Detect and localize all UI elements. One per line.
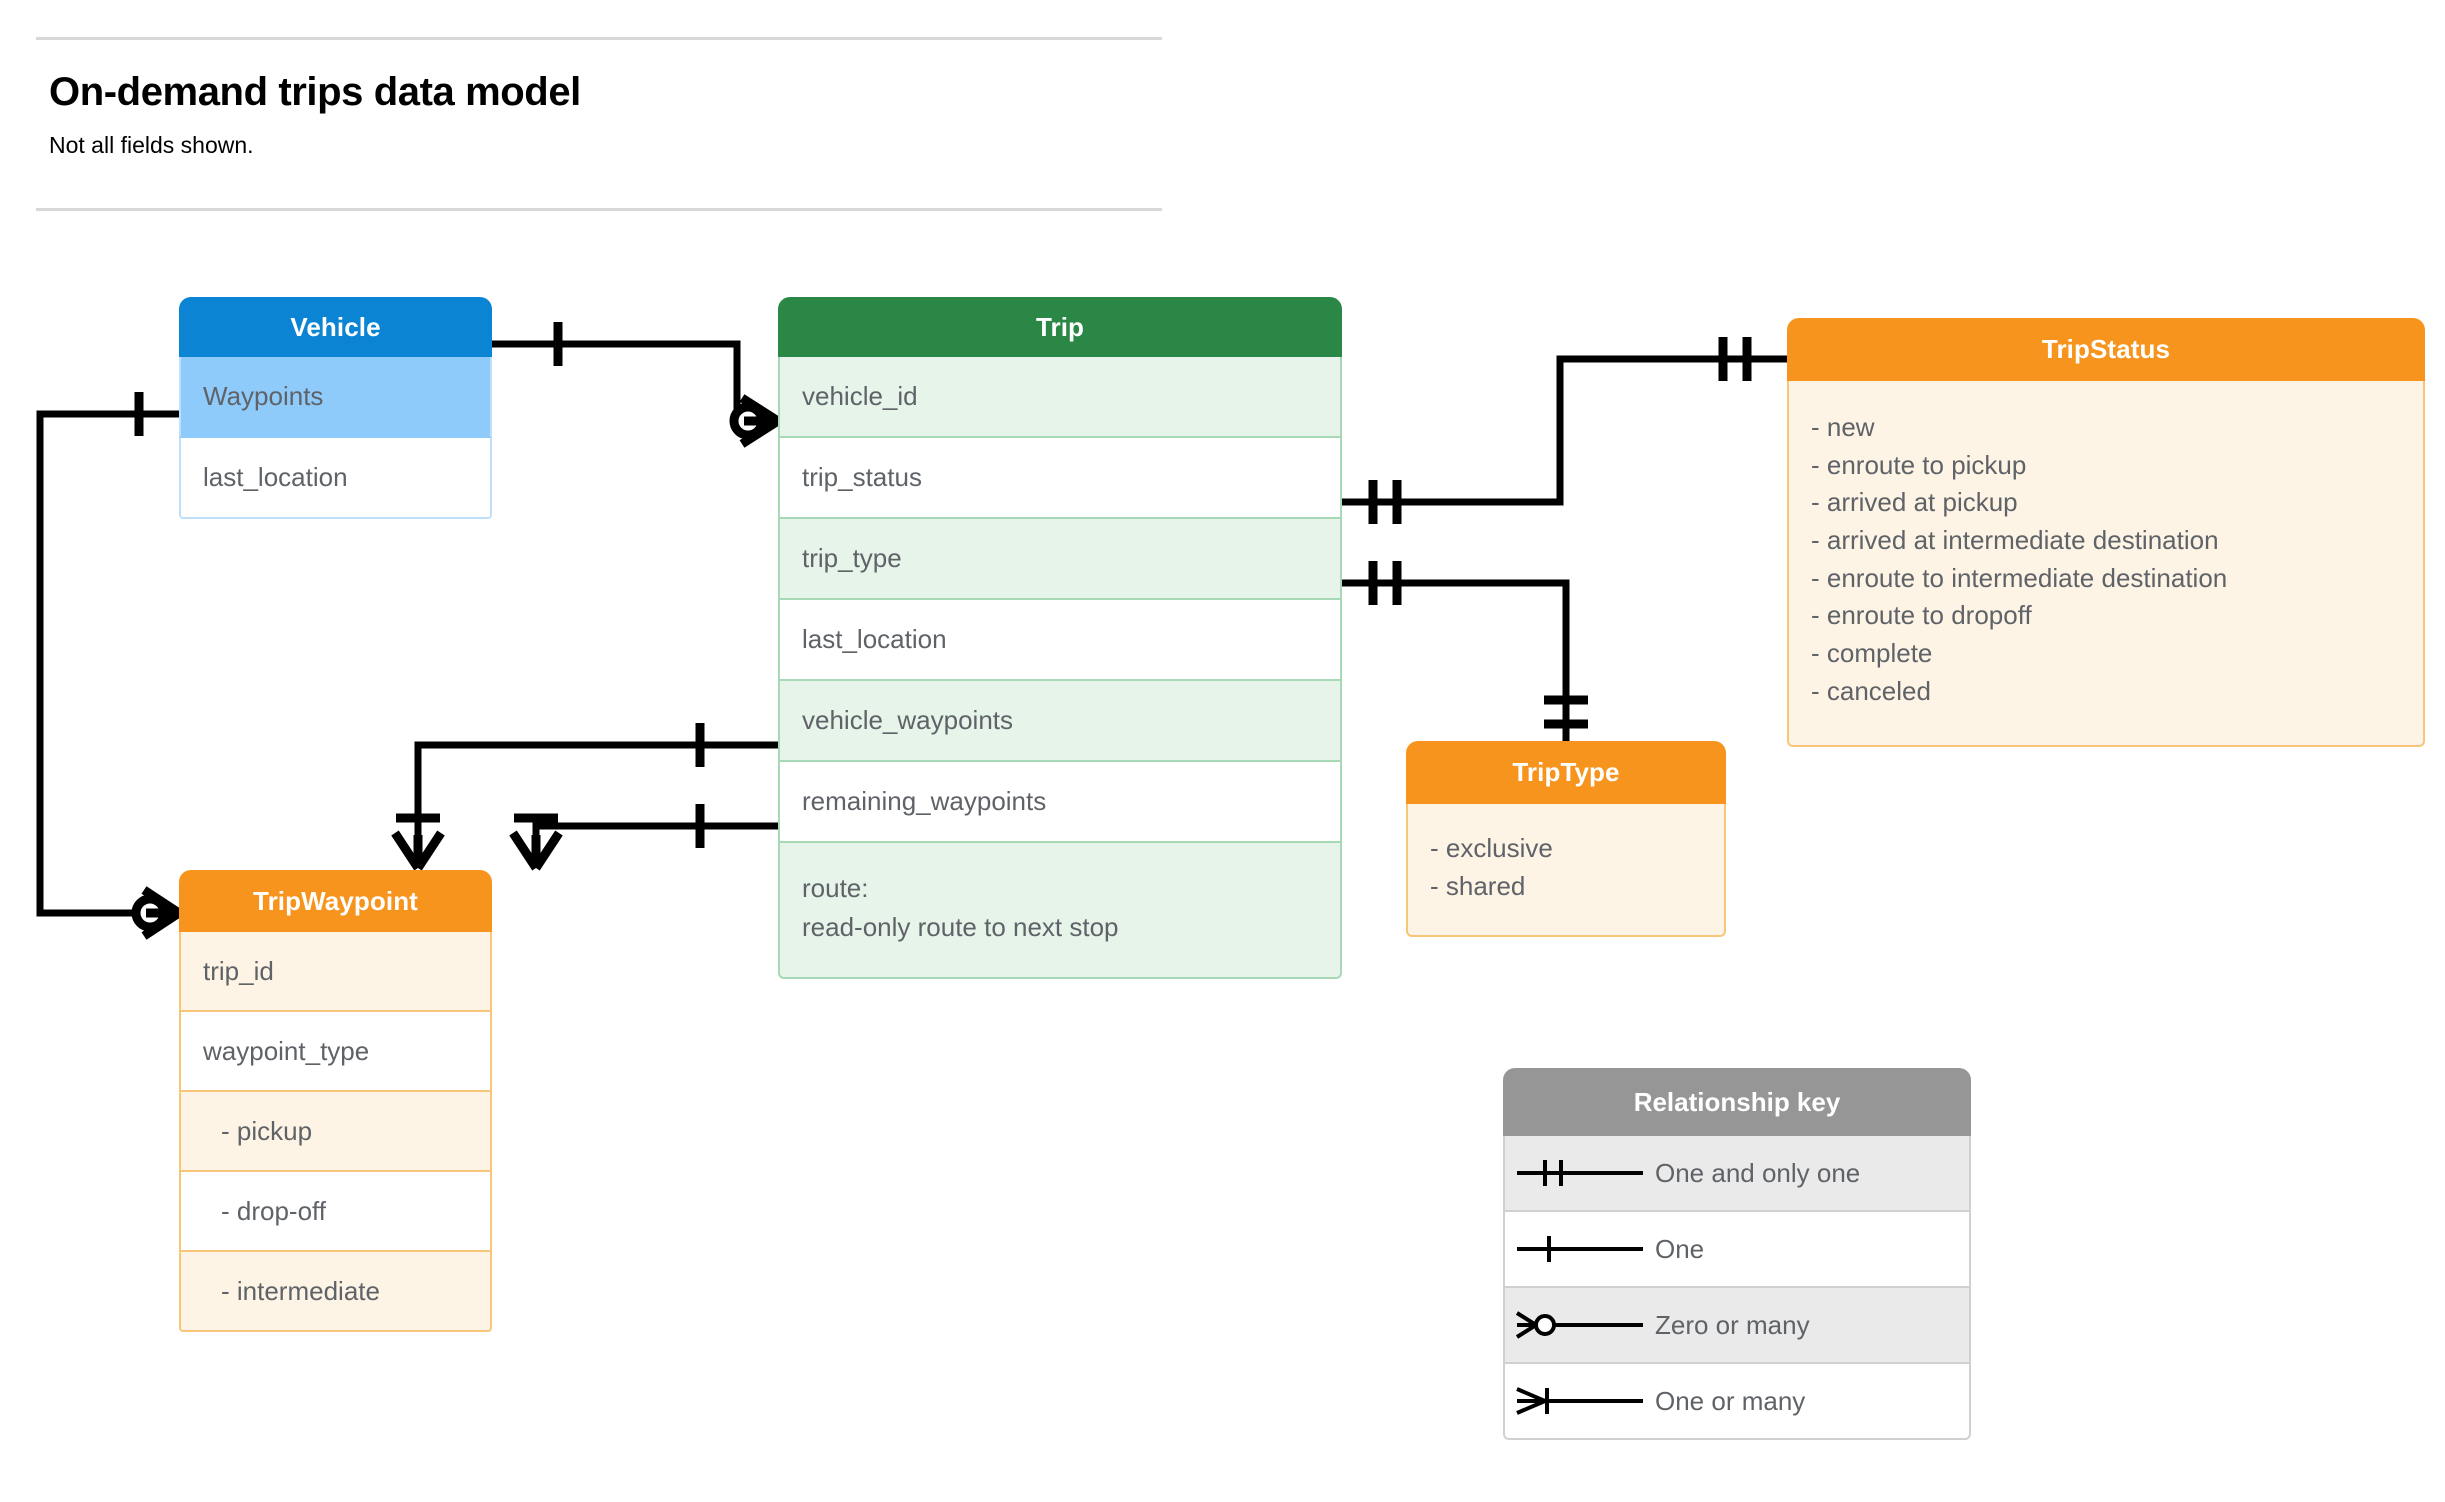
- list-item: - enroute to pickup: [1811, 449, 2027, 480]
- field-trip-trip-status[interactable]: trip_status: [778, 438, 1342, 519]
- legend-label: One or many: [1655, 1385, 1806, 1416]
- entity-trip-waypoint[interactable]: TripWaypoint trip_id waypoint_type - pic…: [179, 870, 492, 1332]
- value-trip-waypoint-dropoff: - drop-off: [179, 1172, 492, 1252]
- entity-trip-type-values: - exclusive - shared: [1406, 804, 1726, 938]
- list-item: - enroute to dropoff: [1811, 600, 2032, 631]
- header-divider-top: [36, 37, 1162, 40]
- field-vehicle-last-location[interactable]: last_location: [179, 438, 492, 519]
- page-title: On-demand trips data model: [49, 70, 581, 114]
- list-item: - canceled: [1811, 675, 1931, 706]
- field-vehicle-waypoints[interactable]: Waypoints: [179, 357, 492, 438]
- list-item: - arrived at pickup: [1811, 487, 2018, 518]
- entity-trip-type-title: TripType: [1406, 741, 1726, 804]
- entity-trip-status[interactable]: TripStatus - new - enroute to pickup - a…: [1787, 318, 2425, 747]
- list-item: - arrived at intermediate destination: [1811, 525, 2219, 556]
- list-item: - complete: [1811, 638, 1933, 669]
- legend-label: One and only one: [1655, 1157, 1861, 1188]
- field-trip-vehicle-id[interactable]: vehicle_id: [778, 357, 1342, 438]
- field-trip-waypoint-trip-id[interactable]: trip_id: [179, 932, 492, 1012]
- entity-trip[interactable]: Trip vehicle_id trip_status trip_type la…: [778, 297, 1342, 979]
- relationship-key-panel: Relationship key One and only one: [1503, 1068, 1971, 1440]
- entity-trip-waypoint-title: TripWaypoint: [179, 870, 492, 932]
- value-trip-waypoint-pickup: - pickup: [179, 1092, 492, 1172]
- field-trip-trip-type[interactable]: trip_type: [778, 519, 1342, 600]
- entity-trip-status-title: TripStatus: [1787, 318, 2425, 381]
- entity-trip-status-values: - new - enroute to pickup - arrived at p…: [1787, 381, 2425, 747]
- list-item: - exclusive: [1430, 833, 1553, 863]
- field-trip-route-label: route:: [802, 873, 869, 903]
- entity-vehicle[interactable]: Vehicle Waypoints last_location: [179, 297, 492, 519]
- field-trip-last-location[interactable]: last_location: [778, 600, 1342, 681]
- relationship-key-title: Relationship key: [1503, 1068, 1971, 1136]
- legend-row-one-and-only-one: One and only one: [1503, 1136, 1971, 1212]
- list-item: - shared: [1430, 870, 1526, 901]
- one-or-many-icon: [1505, 1381, 1655, 1421]
- field-trip-waypoint-waypoint-type[interactable]: waypoint_type: [179, 1012, 492, 1092]
- field-trip-route[interactable]: route: read-only route to next stop: [778, 843, 1342, 979]
- zero-or-many-icon: [1505, 1305, 1655, 1345]
- list-item: - new: [1811, 412, 1875, 442]
- one-icon: [1505, 1229, 1655, 1269]
- legend-row-zero-or-many: Zero or many: [1503, 1288, 1971, 1364]
- field-trip-vehicle-waypoints[interactable]: vehicle_waypoints: [778, 681, 1342, 762]
- field-trip-route-note: read-only route to next stop: [802, 912, 1119, 942]
- page-subtitle: Not all fields shown.: [49, 132, 254, 158]
- legend-label: Zero or many: [1655, 1309, 1810, 1340]
- legend-row-one-or-many: One or many: [1503, 1364, 1971, 1440]
- entity-trip-title: Trip: [778, 297, 1342, 357]
- legend-row-one: One: [1503, 1212, 1971, 1288]
- field-trip-remaining-waypoints[interactable]: remaining_waypoints: [778, 762, 1342, 843]
- one-and-only-one-icon: [1505, 1153, 1655, 1193]
- entity-trip-type[interactable]: TripType - exclusive - shared: [1406, 741, 1726, 938]
- header-divider-bottom: [36, 208, 1162, 211]
- legend-label: One: [1655, 1233, 1705, 1264]
- entity-vehicle-title: Vehicle: [179, 297, 492, 357]
- value-trip-waypoint-intermediate: - intermediate: [179, 1252, 492, 1332]
- list-item: - enroute to intermediate destination: [1811, 562, 2228, 593]
